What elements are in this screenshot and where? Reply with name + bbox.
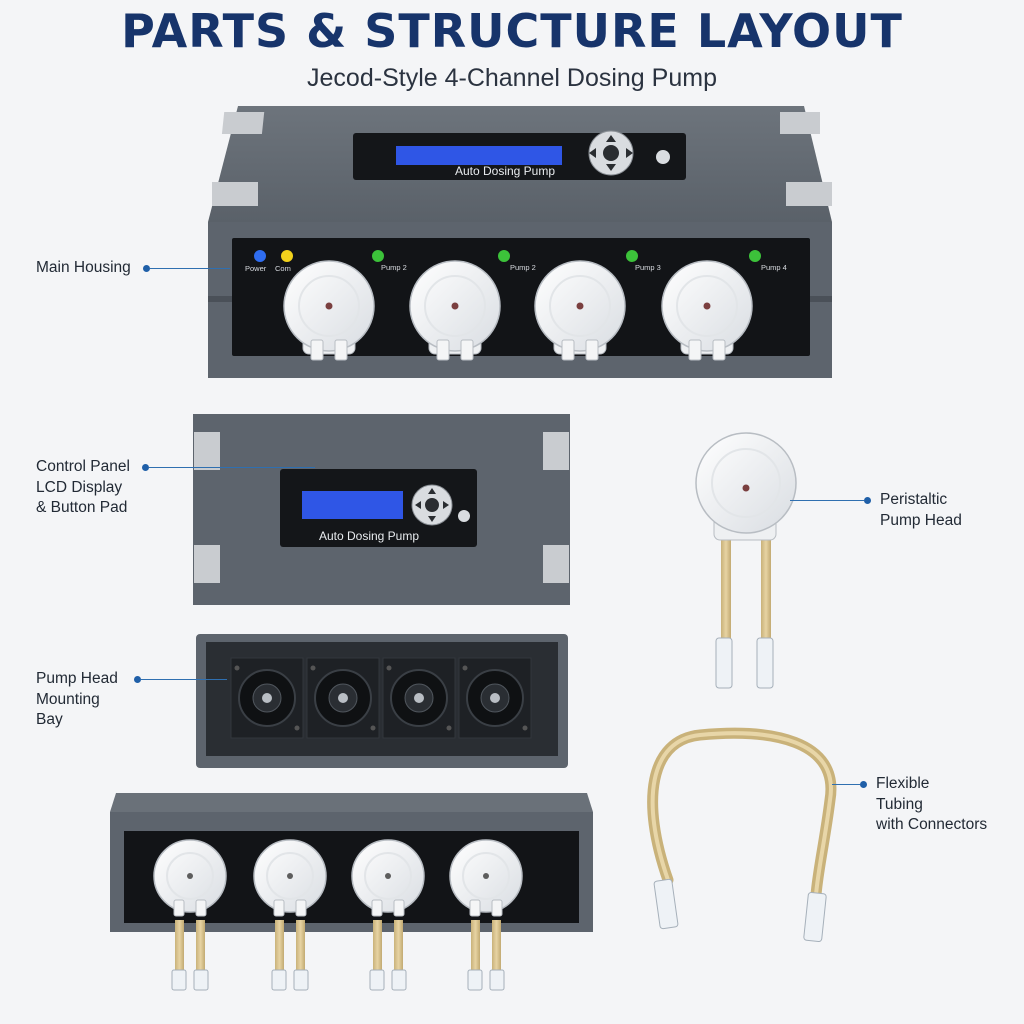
callout-dot-mounting-bay	[134, 676, 141, 683]
indicator-label-com: Com	[275, 264, 291, 273]
top-display-label: Auto Dosing Pump	[455, 164, 555, 178]
leader-main-housing	[150, 268, 230, 269]
callout-dot-main-housing	[143, 265, 150, 272]
leader-mounting-bay	[141, 679, 227, 680]
indicator-label-pump-d: Pump 4	[761, 263, 787, 272]
flexible-tubing	[647, 727, 837, 943]
indicator-label-pump-a: Pump 2	[381, 263, 407, 272]
front-assembly	[110, 793, 593, 991]
standalone-pump-head	[695, 432, 797, 689]
control-panel-housing	[193, 414, 570, 605]
callout-dot-tubing	[860, 781, 867, 788]
pump-led-4	[749, 250, 761, 262]
callout-dot-control-panel	[142, 464, 149, 471]
status-indicators	[254, 250, 761, 262]
leader-pump-head	[790, 500, 864, 501]
indicator-label-pump-c: Pump 3	[635, 263, 661, 272]
callout-control-panel: Control Panel LCD Display & Button Pad	[36, 458, 130, 516]
power-led	[254, 250, 266, 262]
pump-led-2	[498, 250, 510, 262]
callout-dot-pump-head	[864, 497, 871, 504]
callout-main-housing: Main Housing	[36, 259, 131, 276]
leader-tubing	[832, 784, 860, 785]
callout-pump-head: Peristaltic Pump Head	[880, 491, 962, 529]
page-subtitle: Jecod-Style 4-Channel Dosing Pump	[307, 64, 717, 92]
page-title: PARTS & STRUCTURE LAYOUT	[121, 4, 903, 58]
pump-led-1	[372, 250, 384, 262]
indicator-label-power: Power	[245, 264, 267, 273]
callout-mounting-bay: Pump Head Mounting Bay	[36, 670, 118, 728]
leader-control-panel	[149, 467, 315, 468]
mounting-bay	[196, 634, 568, 768]
com-led	[281, 250, 293, 262]
top-control-display	[353, 130, 686, 180]
callout-tubing: Flexible Tubing with Connectors	[876, 775, 988, 833]
panel-display-label: Auto Dosing Pump	[319, 529, 419, 543]
pump-led-3	[626, 250, 638, 262]
indicator-label-pump-b: Pump 2	[510, 263, 536, 272]
